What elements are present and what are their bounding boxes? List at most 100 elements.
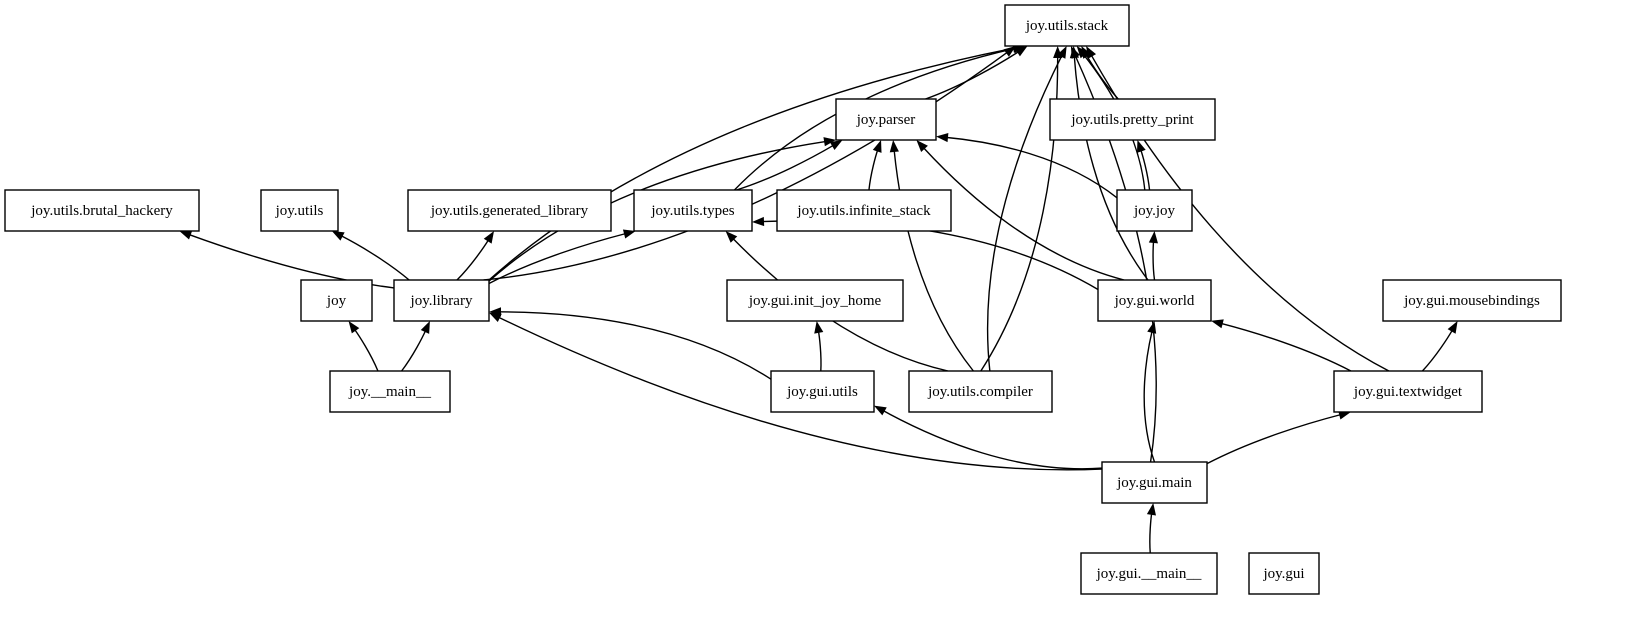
node-box[interactable] [260, 189, 339, 232]
node-label: joy [326, 293, 347, 309]
graph-node[interactable]: joy.gui [1248, 552, 1320, 595]
graph-node[interactable]: joy.parser [835, 98, 937, 141]
graph-node[interactable]: joy.gui.main [1101, 461, 1208, 504]
graph-node[interactable]: joy.gui.textwidget [1333, 370, 1483, 413]
graph-edge [1220, 322, 1352, 372]
edge-arrowhead [752, 216, 765, 227]
graph-edge [980, 55, 1059, 372]
node-label: joy.utils.infinite_stack [796, 203, 931, 219]
node-label: joy.gui.__main__ [1096, 566, 1202, 582]
edge-arrowhead [1057, 46, 1067, 59]
graph-edge [868, 149, 879, 191]
graph-edge [733, 47, 1016, 191]
graph-node[interactable]: joy [300, 279, 373, 322]
graph-edge [986, 54, 1063, 372]
node-label: joy.gui.textwidget [1353, 384, 1463, 400]
node-box[interactable] [329, 370, 451, 413]
node-label: joy.gui.world [1114, 293, 1195, 309]
node-box[interactable] [835, 98, 937, 141]
node-box[interactable] [1333, 370, 1483, 413]
node-box[interactable] [1248, 552, 1320, 595]
node-box[interactable] [1382, 279, 1562, 322]
node-box[interactable] [1116, 189, 1193, 232]
edge-arrowhead [916, 140, 928, 152]
node-box[interactable] [407, 189, 612, 232]
node-box[interactable] [4, 189, 200, 232]
node-label: joy.utils.brutal_hackery [30, 203, 173, 219]
graph-node[interactable]: joy.gui.utils [770, 370, 875, 413]
node-label: joy.gui.utils [786, 384, 858, 400]
graph-node[interactable]: joy.utils.pretty_print [1049, 98, 1216, 141]
graph-edge [497, 316, 1103, 471]
graph-node[interactable]: joy.utils.stack [1004, 4, 1130, 47]
graph-edge [488, 47, 1016, 281]
graph-node[interactable]: joy.joy [1116, 189, 1193, 232]
graph-edge [483, 51, 1009, 281]
edge-arrowhead [622, 229, 636, 239]
node-box[interactable] [1097, 279, 1212, 322]
edge-arrowhead [1076, 46, 1088, 59]
node-box[interactable] [393, 279, 490, 322]
graph-edge [488, 232, 627, 285]
graph-edge [922, 146, 1125, 281]
graph-node[interactable]: joy.utils.compiler [908, 370, 1053, 413]
edge-arrowhead [936, 132, 949, 143]
graph-node[interactable]: joy.utils.brutal_hackery [4, 189, 200, 232]
graph-edge [893, 149, 974, 372]
graph-edge [1152, 240, 1156, 281]
node-box[interactable] [1101, 461, 1208, 504]
graph-edge [925, 50, 1020, 100]
node-box[interactable] [1004, 4, 1130, 47]
graph-edge [1421, 329, 1454, 372]
graph-edge [488, 140, 827, 282]
graph-node[interactable]: joy.utils.infinite_stack [776, 189, 952, 232]
node-label: joy.utils.pretty_print [1070, 112, 1194, 128]
node-label: joy.utils.stack [1025, 18, 1109, 34]
graph-node[interactable]: joy.utils [260, 189, 339, 232]
node-box[interactable] [770, 370, 875, 413]
graph-edge [340, 234, 410, 281]
graph-node[interactable]: joy.gui.init_joy_home [726, 279, 904, 322]
graph-edge [1206, 413, 1342, 465]
edge-arrowhead [725, 231, 738, 243]
edge-arrowhead [872, 140, 882, 153]
edge-arrowhead [348, 321, 360, 334]
graph-node[interactable]: joy.library [393, 279, 490, 322]
node-box[interactable] [908, 370, 1053, 413]
node-box[interactable] [1080, 552, 1218, 595]
graph-edge [456, 239, 490, 281]
graph-edge [1143, 330, 1156, 463]
node-box[interactable] [776, 189, 952, 232]
node-box[interactable] [726, 279, 904, 322]
graph-edge [401, 329, 427, 372]
node-box[interactable] [1049, 98, 1216, 141]
node-label: joy.parser [856, 112, 916, 128]
node-label: joy.gui.main [1116, 475, 1192, 491]
node-box[interactable] [633, 189, 753, 232]
edge-arrowhead [889, 140, 899, 153]
edge-arrowhead [1148, 231, 1158, 244]
edge-arrowhead [1447, 321, 1458, 334]
edge-arrowhead [1070, 46, 1081, 59]
node-label: joy.utils [275, 203, 324, 219]
edge-arrowhead [1211, 319, 1224, 329]
graph-edge [498, 311, 772, 380]
graph-node[interactable]: joy.gui.__main__ [1080, 552, 1218, 595]
graph-node[interactable]: joy.utils.types [633, 189, 753, 232]
graph-node[interactable]: joy.gui.mousebindings [1382, 279, 1562, 322]
node-label: joy.gui.init_joy_home [748, 293, 882, 309]
graph-edge [1073, 55, 1149, 281]
graph-node[interactable]: joy.gui.world [1097, 279, 1212, 322]
edges-layer [179, 43, 1458, 554]
node-box[interactable] [300, 279, 373, 322]
node-label: joy.library [410, 293, 473, 309]
node-label: joy.gui.mousebindings [1403, 293, 1540, 309]
graph-node[interactable]: joy.__main__ [329, 370, 451, 413]
edge-arrowhead [1338, 410, 1351, 420]
graph-node[interactable]: joy.utils.generated_library [407, 189, 612, 232]
node-label: joy.joy [1133, 203, 1176, 219]
nodes-layer: joy.utils.stack joy.parser joy.utils.prett… [4, 4, 1562, 595]
edge-arrowhead [874, 405, 887, 416]
edge-arrowhead [420, 321, 430, 334]
